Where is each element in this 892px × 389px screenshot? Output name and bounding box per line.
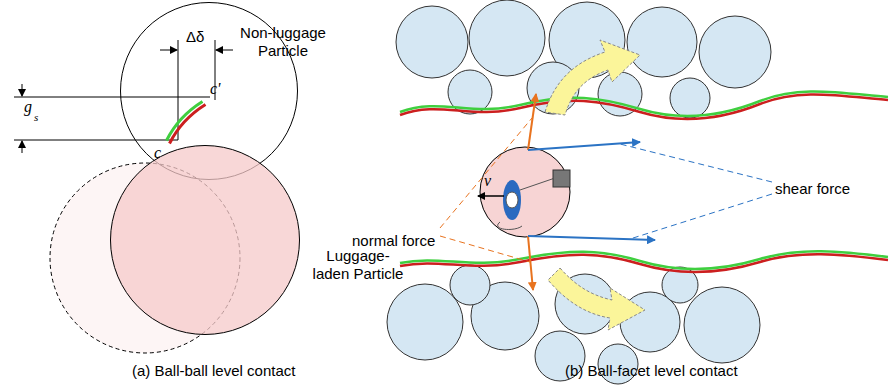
point-label: c' (210, 80, 221, 98)
dimension-label: g (24, 98, 32, 116)
luggage-icon (503, 180, 521, 220)
velocity-label: v (484, 172, 491, 190)
displacement-arrow (545, 40, 640, 115)
facet-line (400, 251, 888, 269)
particle-label: Non-luggage Particle (238, 24, 328, 60)
displacement-arrow (548, 268, 645, 330)
dimension-arrow (22, 84, 23, 96)
particle-circle: Luggage-laden Particle (110, 145, 300, 335)
leader-line (440, 118, 532, 228)
shear-force-arrow (528, 142, 640, 150)
luggage-icon (498, 222, 522, 229)
luggage-icon (553, 170, 570, 187)
force-label: shear force (775, 180, 850, 198)
dimension-label: Δδ (186, 28, 204, 46)
panel-caption: (a) Ball-ball level contact (132, 362, 295, 380)
facet-line (400, 91, 888, 116)
normal-force-arrow (528, 236, 533, 290)
panel-caption: (b) Ball-facet level contact (565, 362, 738, 380)
luggage-icon (520, 178, 555, 190)
luggage-particle (480, 147, 570, 237)
leader-line (440, 236, 530, 262)
luggage-icon (506, 192, 518, 208)
force-label: normal force (352, 232, 435, 250)
point-label: c (154, 144, 161, 162)
velocity-arrow (478, 195, 504, 197)
normal-force-arrow (528, 94, 536, 150)
dimension-arrow (22, 141, 23, 153)
neighbour-particles (387, 0, 771, 384)
dimension-subscript: s (34, 108, 38, 126)
contact-arc (170, 105, 206, 144)
particle-label: Luggage-laden Particle (308, 247, 408, 283)
particle-outline (111, 146, 300, 335)
facet-line (400, 94, 888, 119)
leader-line (620, 144, 772, 182)
particle-outline (110, 145, 300, 335)
contact-arc (167, 102, 203, 141)
leader-line (630, 194, 772, 239)
